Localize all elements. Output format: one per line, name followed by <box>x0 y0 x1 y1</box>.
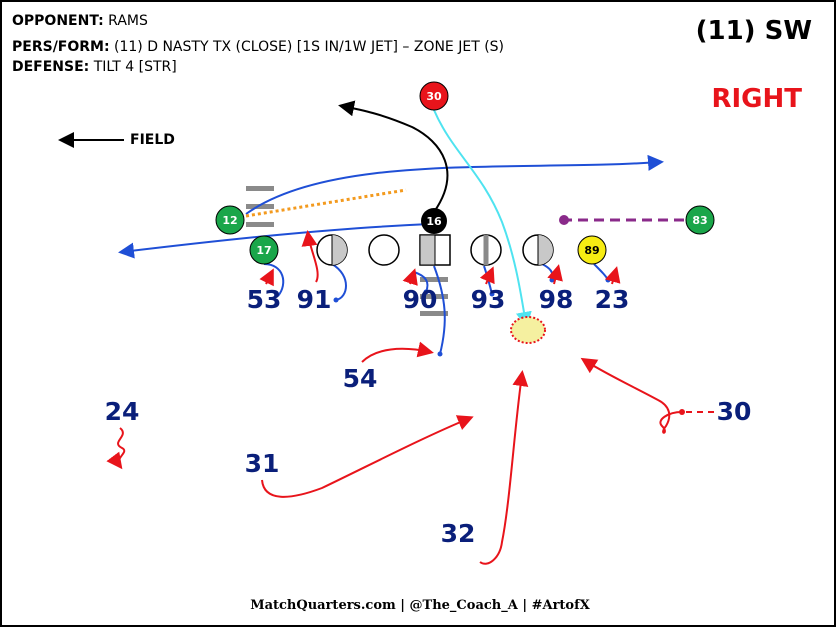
rb-number: 30 <box>426 90 442 103</box>
field-label: FIELD <box>130 132 175 148</box>
wr-left-top-marker: 12 <box>215 205 245 235</box>
opponent-label: OPPONENT: <box>12 13 104 29</box>
defender-23: 23 <box>595 285 630 314</box>
db-24-path <box>106 427 126 470</box>
qb-marker: 16 <box>421 208 447 234</box>
offensive-line <box>316 234 554 266</box>
defender-54: 54 <box>343 364 378 393</box>
opponent-value: RAMS <box>108 13 148 29</box>
wr-left-top-number: 12 <box>222 214 237 227</box>
rb-route <box>433 109 532 328</box>
defender-30: 30 <box>717 397 752 426</box>
db-30-path <box>580 357 683 434</box>
rb-marker: 30 <box>419 81 449 111</box>
defense-value: TILT 4 [STR] <box>93 59 177 75</box>
qb-route <box>338 100 449 213</box>
lb-32-path <box>479 370 529 565</box>
defender-53: 53 <box>247 285 282 314</box>
center-square <box>419 234 451 266</box>
defender-31: 31 <box>245 449 280 478</box>
persform-value: (11) D NASTY TX (CLOSE) [1S IN/1W JET] –… <box>114 39 505 55</box>
wr-top-route <box>245 154 664 215</box>
footer-credit: MatchQuarters.com | @The_Coach_A | #Arto… <box>250 598 590 613</box>
lb-31-path <box>261 415 474 498</box>
mesh-point <box>510 316 546 344</box>
te-marker: 89 <box>577 235 607 265</box>
lb-54-path <box>361 341 434 363</box>
persform-line: PERS/FORM: (11) D NASTY TX (CLOSE) [1S I… <box>12 38 504 56</box>
defense-line: DEFENSE: TILT 4 [STR] <box>12 58 177 76</box>
db-30-dot <box>679 409 685 415</box>
jet-motion-dot <box>559 215 569 225</box>
wr-left-slot-number: 17 <box>256 244 271 257</box>
wr-bubble-route <box>245 188 407 218</box>
defender-91: 91 <box>297 285 332 314</box>
lg-circle <box>368 234 400 266</box>
hash-marks-left <box>246 186 274 227</box>
defender-90: 90 <box>403 285 438 314</box>
dl-moves <box>259 230 621 287</box>
rg-striped-circle <box>470 234 502 266</box>
defense-label: DEFENSE: <box>12 59 90 75</box>
opponent-line: OPPONENT: RAMS <box>12 12 148 30</box>
wr-left-slot-marker: 17 <box>249 235 279 265</box>
te-number: 89 <box>584 244 599 257</box>
persform-label: PERS/FORM: <box>12 39 110 55</box>
defender-24: 24 <box>105 397 140 426</box>
defender-98: 98 <box>539 285 574 314</box>
personnel-title: (11) SW <box>695 16 812 46</box>
hash-marks-middle <box>420 277 448 316</box>
qb-number: 16 <box>426 215 442 228</box>
slot-route <box>118 223 433 259</box>
wr-right-marker: 83 <box>685 205 715 235</box>
side-label: RIGHT <box>711 84 802 114</box>
defender-93: 93 <box>471 285 506 314</box>
defender-32: 32 <box>441 519 476 548</box>
rt-half-circle <box>522 234 554 266</box>
lt-half-circle <box>316 234 348 266</box>
defense-labels: 53 91 90 93 98 23 54 24 31 32 30 <box>105 285 752 548</box>
wr-right-number: 83 <box>692 214 707 227</box>
